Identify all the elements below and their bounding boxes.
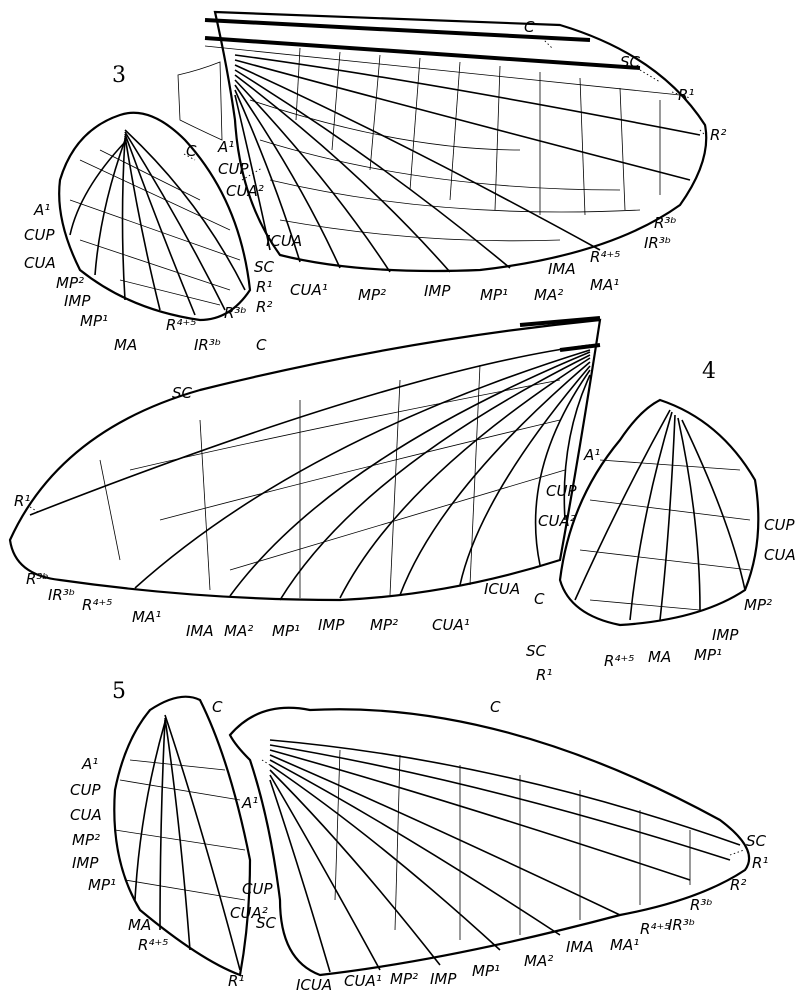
label-fig3fw-cua1: CUA¹ — [290, 281, 328, 299]
label-fig3hw-mp1: MP¹ — [80, 312, 108, 330]
label-fig5fw-c: C — [490, 698, 501, 716]
fig4-forewing — [10, 318, 600, 600]
label-fig5hw-r45: R⁴⁺⁵ — [138, 936, 168, 954]
label-fig3fw-cup: CUP — [218, 160, 249, 178]
label-fig4fw-cup: CUP — [546, 482, 577, 500]
label-fig3fw-ir3b: IR³ᵇ — [644, 234, 671, 252]
label-fig5fw-r2: R² — [730, 876, 746, 894]
label-fig5fw-mp1: MP¹ — [472, 962, 500, 980]
label-fig3hw-sc: SC — [254, 258, 275, 276]
label-fig5fw-ma2: MA² — [524, 952, 553, 970]
label-fig5fw-cua2: CUA² — [230, 904, 268, 922]
label-fig3fw-r45: R⁴⁺⁵ — [590, 248, 620, 266]
label-fig3hw-r2: R² — [256, 298, 272, 316]
label-fig4fw-r3b: R³ᵇ — [26, 570, 49, 588]
label-fig5fw-icua: ICUA — [296, 976, 332, 994]
label-fig5hw-ma: MA — [128, 916, 151, 934]
label-fig3hw-r45: R⁴⁺⁵ — [166, 316, 196, 334]
label-fig4fw-ma1: MA¹ — [132, 608, 161, 626]
labels-fig3-forewing: C SC R¹ R² R³ᵇ IR³ᵇ R⁴⁺⁵ MA¹ IMA MA² MP¹… — [217, 18, 726, 304]
label-fig5fw-a1: A¹ — [241, 794, 258, 812]
label-fig4hw-r45: R⁴⁺⁵ — [604, 652, 634, 670]
label-fig3hw-ir3b: IR³ᵇ — [194, 336, 221, 354]
label-fig3fw-mp1: MP¹ — [480, 286, 508, 304]
label-fig5fw-cup: CUP — [242, 880, 273, 898]
label-fig3fw-imp: IMP — [424, 282, 451, 300]
label-fig5fw-cua1: CUA¹ — [344, 972, 382, 990]
label-fig3fw-r2: R² — [710, 126, 726, 144]
label-fig4hw-c: C — [534, 590, 545, 608]
fig5-forewing — [230, 708, 749, 975]
label-fig4fw-cua2: CUA² — [538, 512, 576, 530]
label-leader-lines — [30, 38, 744, 855]
label-fig3fw-r3b: R³ᵇ — [654, 214, 677, 232]
label-fig5hw-imp: IMP — [72, 854, 99, 872]
label-fig5fw-mp2: MP² — [390, 970, 418, 988]
label-fig4fw-ma2: MA² — [224, 622, 253, 640]
label-fig4hw-mp2: MP² — [744, 596, 772, 614]
label-fig4hw-cua: CUA — [764, 546, 796, 564]
label-fig4fw-imp: IMP — [318, 616, 345, 634]
figure-number-5: 5 — [112, 679, 126, 704]
label-fig5fw-r3b: R³ᵇ — [690, 896, 713, 914]
label-fig4fw-ir3b: IR³ᵇ — [48, 586, 75, 604]
label-fig5hw-r1: R¹ — [228, 972, 244, 990]
label-fig3fw-cua2: CUA² — [226, 182, 264, 200]
figure-number-3: 3 — [112, 63, 126, 88]
label-fig4hw-r1: R¹ — [536, 666, 552, 684]
label-fig4hw-imp: IMP — [712, 626, 739, 644]
label-fig4fw-mp1: MP¹ — [272, 622, 300, 640]
label-fig4hw-ma: MA — [648, 648, 671, 666]
label-fig3hw-r3b: R³ᵇ — [224, 304, 247, 322]
label-fig3fw-a1: A¹ — [217, 138, 234, 156]
label-fig5hw-cup: CUP — [70, 781, 101, 799]
label-fig4fw-r1: R¹ — [14, 492, 30, 510]
label-fig3hw-mp2: MP² — [56, 274, 84, 292]
figure-number-4: 4 — [702, 359, 716, 384]
label-fig4fw-mp2: MP² — [370, 616, 398, 634]
label-fig4fw-ima: IMA — [186, 622, 214, 640]
label-fig3hw-ma: MA — [114, 336, 137, 354]
label-fig4fw-c: C — [256, 336, 267, 354]
label-fig5fw-ir3b: IR³ᵇ — [668, 916, 695, 934]
label-fig3fw-ima: IMA — [548, 260, 576, 278]
label-fig3fw-r1: R¹ — [678, 86, 694, 104]
label-fig4fw-cua1: CUA¹ — [432, 616, 470, 634]
label-fig3fw-mp2: MP² — [358, 286, 386, 304]
label-fig3hw-r1: R¹ — [256, 278, 272, 296]
label-fig3hw-a1: A¹ — [33, 201, 50, 219]
label-fig4hw-sc: SC — [526, 642, 547, 660]
label-fig3hw-cup: CUP — [24, 226, 55, 244]
label-fig5hw-mp1: MP¹ — [88, 876, 116, 894]
label-fig5fw-ima: IMA — [566, 938, 594, 956]
label-fig3fw-ma2: MA² — [534, 286, 563, 304]
label-fig3fw-ma1: MA¹ — [590, 276, 619, 294]
label-fig3fw-icua: ICUA — [266, 232, 302, 250]
label-fig5hw-cua: CUA — [70, 806, 102, 824]
label-fig4fw-icua: ICUA — [484, 580, 520, 598]
label-fig5fw-r45: R⁴⁺⁵ — [640, 920, 670, 938]
label-fig4hw-mp1: MP¹ — [694, 646, 722, 664]
label-fig4fw-a1: A¹ — [583, 446, 600, 464]
label-fig5hw-a1: A¹ — [81, 755, 98, 773]
label-fig3fw-sc: SC — [620, 53, 641, 71]
label-fig3fw-c: C — [524, 18, 535, 36]
label-fig3hw-imp: IMP — [64, 292, 91, 310]
label-fig3hw-cua: CUA — [24, 254, 56, 272]
label-fig5fw-r1: R¹ — [752, 854, 768, 872]
label-fig5fw-imp: IMP — [430, 970, 457, 988]
label-fig4fw-r45: R⁴⁺⁵ — [82, 596, 112, 614]
fig3-forewing — [178, 12, 706, 272]
label-fig3hw-c: C — [186, 142, 197, 160]
label-fig4hw-cup: CUP — [764, 516, 795, 534]
label-fig5hw-mp2: MP² — [72, 831, 100, 849]
label-fig5fw-ma1: MA¹ — [610, 936, 639, 954]
fig4-hindwing — [560, 400, 758, 625]
label-fig5fw-sc: SC — [746, 832, 767, 850]
label-fig5hw-c: C — [212, 698, 223, 716]
label-fig4fw-sc: SC — [172, 384, 193, 402]
